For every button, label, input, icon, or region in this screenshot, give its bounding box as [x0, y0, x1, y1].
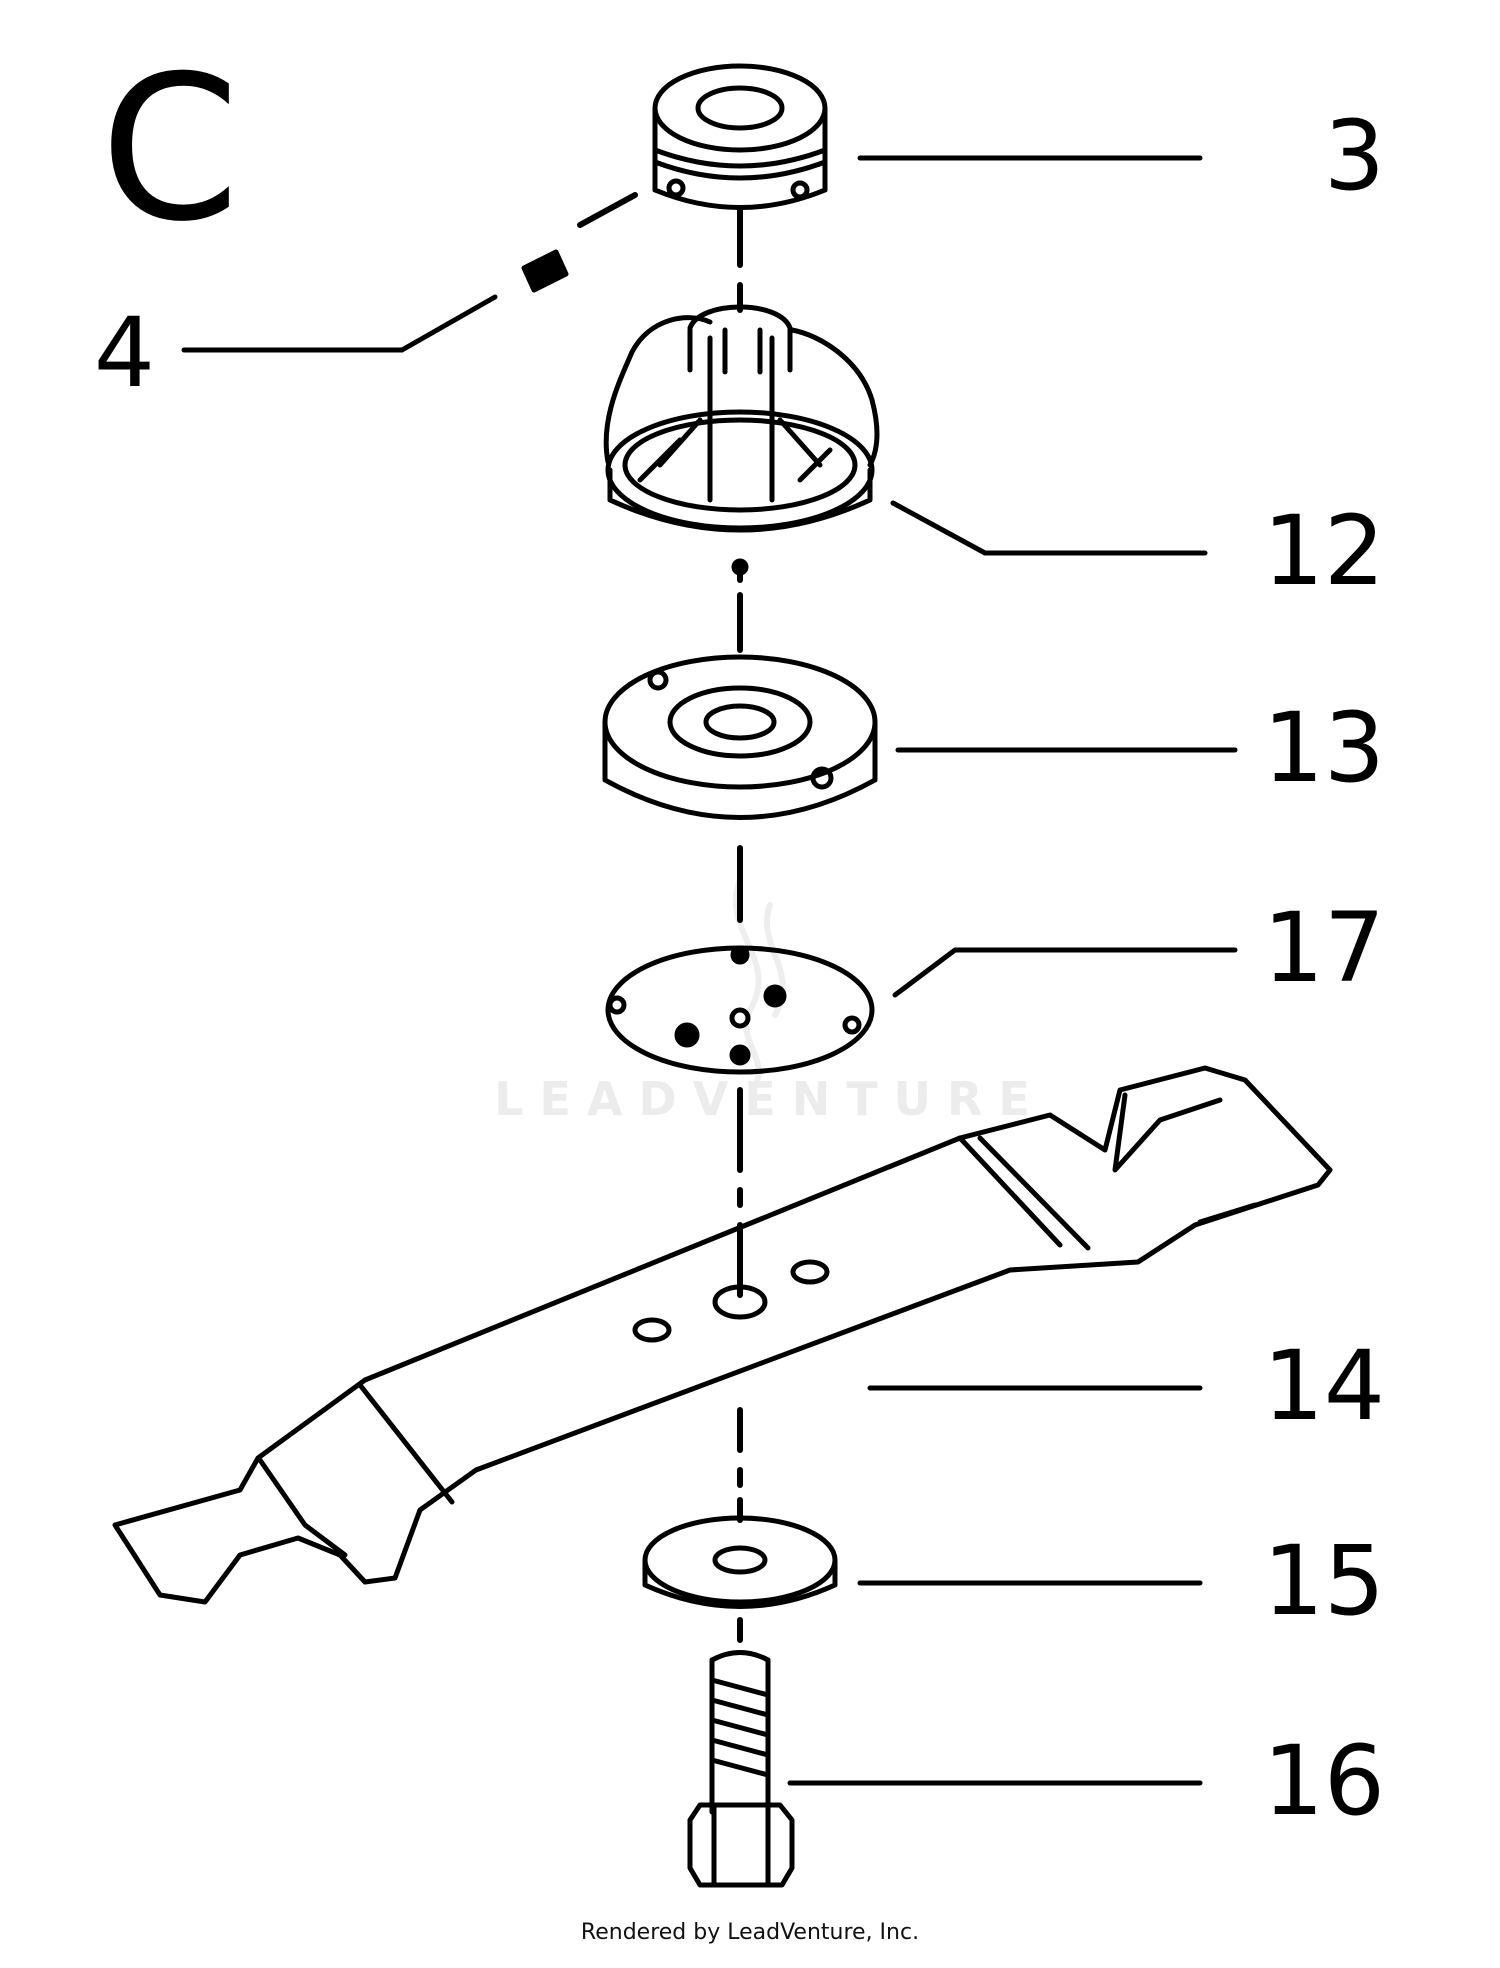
rendered-by-footer: Rendered by LeadVenture, Inc.: [580, 1920, 920, 1945]
section-letter: C: [100, 33, 240, 266]
callout-part-4: 4: [93, 297, 155, 409]
part-3-adapter: [652, 63, 828, 210]
part-15-washer: [642, 1515, 838, 1609]
callout-part-13: 13: [1262, 692, 1385, 804]
part-17-plate: [605, 945, 875, 1075]
callout-part-16: 16: [1262, 1725, 1385, 1837]
watermark-text: LEADVENTURE: [494, 1072, 1046, 1126]
part-4-set-screw: [181, 192, 638, 353]
callout-part-14: 14: [1262, 1330, 1385, 1442]
callout-part-3: 3: [1323, 100, 1385, 212]
part-16-bolt: [687, 1650, 795, 1888]
part-12-hub: [603, 304, 880, 576]
callout-part-12: 12: [1262, 495, 1385, 607]
callout-part-17: 17: [1262, 892, 1385, 1004]
part-13-drive-plate: [602, 654, 878, 820]
callout-part-15: 15: [1262, 1525, 1385, 1637]
part-14-blade: [112, 1065, 1333, 1605]
leader-lines: [787, 155, 1238, 1786]
